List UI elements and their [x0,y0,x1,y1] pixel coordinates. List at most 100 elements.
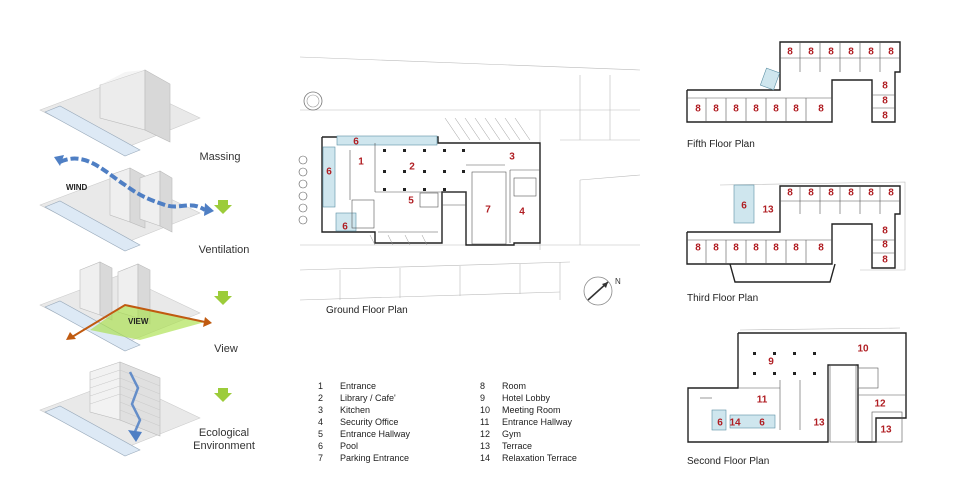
legend-num: 6 [318,441,324,451]
ecological-diagram [39,361,201,457]
room-number: 10 [857,344,869,355]
room-number: 1 [358,157,364,168]
legend-num: 14 [480,453,491,463]
third-floor-plan: 6 13 8 8 8 8 8 8 8 8 8 8 8 8 8 8 8 8 [686,181,906,283]
room-number: 8 [848,188,854,199]
legend-num: 1 [318,381,324,391]
legend-num: 3 [318,405,324,415]
room-number: 8 [753,104,759,115]
room-number: 2 [409,162,415,173]
stage-label-ecological-line1: Ecological [198,427,250,439]
room-number: 8 [882,96,888,107]
legend-label: Entrance [340,381,377,391]
legend-num: 8 [480,381,486,391]
stage-label-massing: Massing [199,151,241,163]
legend-label: Kitchen [340,405,371,415]
room-number: 8 [753,243,759,254]
room-number: 8 [793,243,799,254]
room-number: 13 [813,418,825,429]
view-label: VIEW [128,317,149,326]
north-arrow-icon: N [583,276,621,306]
legend-num: 7 [318,453,324,463]
svg-text:N: N [615,277,621,286]
room-number: 8 [713,243,719,254]
legend-label: Parking Entrance [340,453,410,463]
plan-title-second: Second Floor Plan [687,456,770,467]
room-number: 6 [342,222,348,233]
second-floor-plan: 9 10 11 6 14 6 13 12 13 [687,327,907,443]
room-number: 6 [353,137,359,148]
legend-label: Room [502,381,527,391]
legend-label: Pool [340,441,359,451]
room-number: 8 [868,188,874,199]
legend-num: 11 [480,417,490,427]
plan-title-ground: Ground Floor Plan [326,305,408,316]
room-number: 8 [695,243,701,254]
legend-label: Library / Cafe' [340,393,396,403]
legend-num: 9 [480,393,486,403]
room-number: 6 [326,167,332,178]
room-number: 8 [695,104,701,115]
room-number: 8 [713,104,719,115]
legend-num: 2 [318,393,324,403]
room-number: 8 [828,47,834,58]
room-number: 6 [741,201,747,212]
room-number: 8 [882,81,888,92]
step-arrow-icon [214,200,232,214]
legend-num: 13 [480,441,491,451]
ventilation-diagram: WIND [39,155,214,252]
room-number: 13 [762,205,774,216]
legend-num: 4 [318,417,324,427]
room-number: 12 [874,399,886,410]
plan-title-fifth: Fifth Floor Plan [687,139,755,150]
room-number: 14 [729,418,741,429]
stage-label-ecological: Ecological Environment [193,427,255,453]
legend-num: 5 [318,429,324,439]
view-diagram: VIEW [39,261,212,352]
step-arrow-icon [214,291,232,305]
room-number: 6 [717,418,723,429]
room-number: 9 [768,357,774,368]
room-number: 8 [787,47,793,58]
room-number: 11 [757,395,768,406]
legend-num: 10 [480,405,491,415]
legend-label: Entrance Hallway [502,417,573,427]
stage-label-ecological-line2: Environment [193,440,255,452]
legend-label: Terrace [502,441,533,451]
room-number: 8 [882,111,888,122]
ground-floor-plan: 6 1 2 3 6 5 7 4 6 N [298,56,641,306]
room-number: 8 [868,47,874,58]
room-number: 8 [888,47,894,58]
room-number: 4 [519,207,525,218]
room-number: 8 [733,104,739,115]
room-legend: 1 Entrance 2 Library / Cafe' 3 Kitchen 4… [318,381,618,464]
room-number: 5 [408,196,414,207]
room-number: 8 [773,243,779,254]
room-number: 3 [509,152,515,163]
step-arrow-icon [214,388,232,402]
room-number: 8 [882,226,888,237]
legend-label: Security Office [340,417,399,427]
room-number: 8 [828,188,834,199]
room-number: 13 [880,425,892,436]
legend-label: Entrance Hallway [340,429,411,439]
room-number: 8 [818,243,824,254]
legend-label: Hotel Lobby [502,393,551,403]
fifth-floor-plan: 8 8 8 8 8 8 8 8 8 8 8 8 8 8 8 8 [686,41,901,123]
legend-label: Meeting Room [502,405,561,415]
room-number: 8 [882,240,888,251]
room-number: 8 [888,188,894,199]
legend-label: Gym [502,429,521,439]
room-number: 8 [808,188,814,199]
legend-num: 12 [480,429,491,439]
legend-label: Relaxation Terrace [502,453,577,463]
stage-label-view: View [214,343,238,355]
room-number: 8 [793,104,799,115]
room-number: 8 [773,104,779,115]
massing-diagram [39,69,201,157]
room-number: 8 [787,188,793,199]
room-number: 8 [818,104,824,115]
room-number: 6 [759,418,765,429]
room-number: 8 [882,255,888,266]
